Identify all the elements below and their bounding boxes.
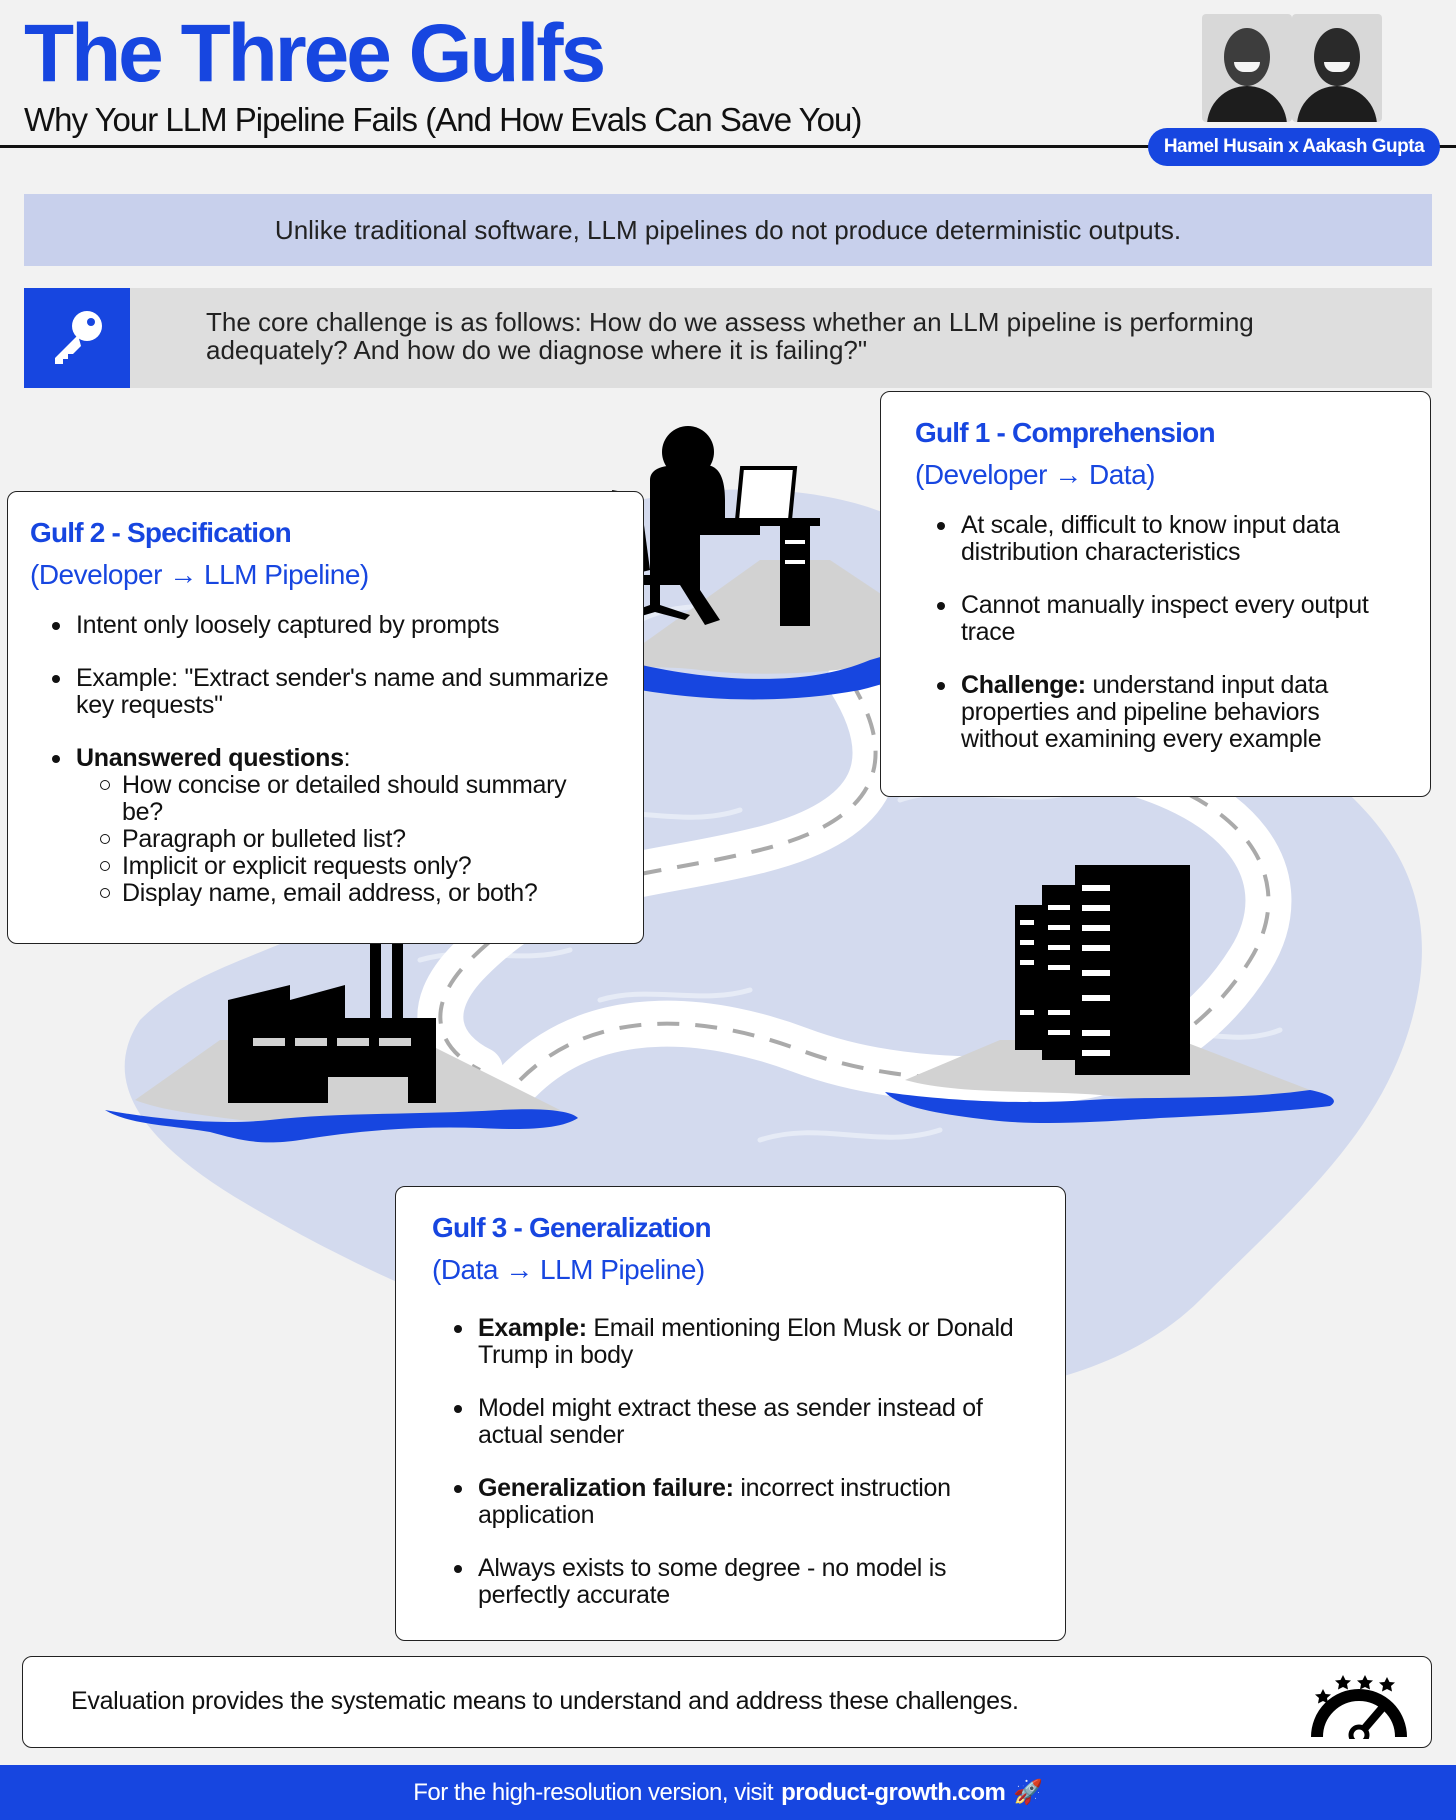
statement-banner: Unlike traditional software, LLM pipelin…: [24, 194, 1432, 266]
gulf1-subtitle: (Developer → Data): [915, 459, 1155, 490]
rocket-icon: 🚀: [1013, 1779, 1043, 1806]
conclusion-box: Evaluation provides the systematic means…: [22, 1656, 1432, 1748]
gulf2-sub-bullet: Display name, email address, or both?: [76, 880, 611, 907]
gulf3-title: Gulf 3 - Generalization: [432, 1212, 712, 1243]
gulf3-bullet: Model might extract these as sender inst…: [432, 1395, 1033, 1449]
challenge-banner: The core challenge is as follows: How do…: [24, 288, 1432, 388]
factory-icon: [228, 915, 436, 1103]
header-divider: [0, 145, 1456, 148]
conclusion-text: Evaluation provides the systematic means…: [71, 1687, 1019, 1715]
gulf3-bullet-list: Example: Email mentioning Elon Musk or D…: [432, 1315, 1033, 1609]
bottom-bar-text: For the high-resolution version, visit: [413, 1778, 774, 1806]
gulf1-bullet: Cannot manually inspect every output tra…: [915, 592, 1398, 646]
gulf2-sub-bullet-list: How concise or detailed should summary b…: [76, 772, 611, 907]
challenge-text: The core challenge is as follows: How do…: [206, 307, 1254, 365]
gulf2-bullet: Example: "Extract sender's name and summ…: [30, 665, 611, 719]
gulf1-title: Gulf 1 - Comprehension: [915, 417, 1216, 448]
gulf3-bullet: Generalization failure: incorrect instru…: [432, 1475, 1033, 1529]
gulf2-subtitle: (Developer → LLM Pipeline): [30, 559, 369, 590]
gulf2-card: Gulf 2 - Specification (Developer → LLM …: [7, 491, 644, 944]
gulf2-bullet-list: Intent only loosely captured by prompts …: [30, 612, 611, 907]
gulf2-sub-bullet: Paragraph or bulleted list?: [76, 826, 611, 853]
product-growth-link[interactable]: product-growth.com: [781, 1778, 1006, 1806]
authors-badge: Hamel Husain x Aakash Gupta: [1148, 128, 1440, 166]
gulf1-bullet: At scale, difficult to know input data d…: [915, 512, 1398, 566]
gauge-stars-icon: [1311, 1675, 1407, 1739]
gulf2-bullet: Unanswered questions: How concise or det…: [30, 745, 611, 907]
gulf3-card: Gulf 3 - Generalization (Data → LLM Pipe…: [395, 1186, 1066, 1641]
author-photo-aakash: [1292, 14, 1382, 122]
gulf2-title: Gulf 2 - Specification: [30, 517, 292, 548]
gulf3-subtitle: (Data → LLM Pipeline): [432, 1254, 705, 1285]
gulf2-sub-bullet: How concise or detailed should summary b…: [76, 772, 611, 826]
key-icon: [24, 288, 130, 388]
gulf1-bullet-list: At scale, difficult to know input data d…: [915, 512, 1398, 753]
gulf2-bullet: Intent only loosely captured by prompts: [30, 612, 611, 639]
gulf1-bullet: Challenge: understand input data propert…: [915, 672, 1398, 753]
gulf3-bullet: Example: Email mentioning Elon Musk or D…: [432, 1315, 1033, 1369]
page-subtitle: Why Your LLM Pipeline Fails (And How Eva…: [24, 101, 862, 138]
bottom-bar: For the high-resolution version, visit p…: [0, 1765, 1456, 1820]
author-photo-hamel: [1202, 14, 1292, 122]
gulf2-sub-bullet: Implicit or explicit requests only?: [76, 853, 611, 880]
gulf1-card: Gulf 1 - Comprehension (Developer → Data…: [880, 391, 1431, 797]
server-rack-icon: [1015, 865, 1190, 1075]
page-title: The Three Gulfs: [24, 8, 606, 99]
gulf3-bullet: Always exists to some degree - no model …: [432, 1555, 1033, 1609]
